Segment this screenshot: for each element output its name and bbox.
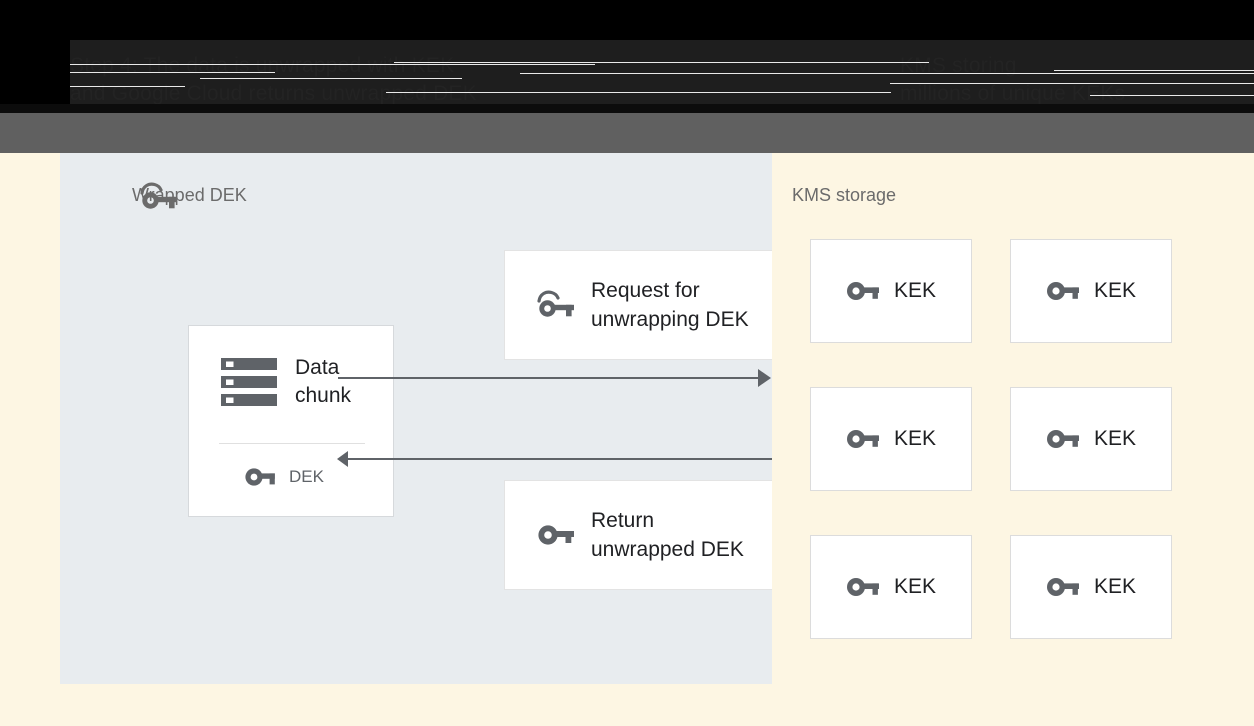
artefact-streak [1054, 70, 1254, 71]
header-inner-band [0, 40, 1254, 113]
artefact-streak [0, 64, 595, 65]
kek-label: KEK [1093, 279, 1137, 302]
kek-card[interactable]: KEK [810, 239, 972, 343]
artefact-streak [0, 86, 185, 87]
dek-row: DEK [245, 466, 324, 488]
key-icon [1046, 282, 1079, 300]
data-chunk-row: Data chunk [221, 354, 351, 410]
kek-grid: KEK KEK [810, 239, 1172, 639]
kek-card[interactable]: KEK [810, 387, 972, 491]
return-unwrapped-label: Return unwrapped DEK [591, 509, 744, 561]
kek-card[interactable]: KEK [1010, 387, 1172, 491]
kek-label: KEK [893, 279, 937, 302]
header-step-text: Step 4: The data is unwrapped with KEK a… [70, 54, 477, 105]
key-icon [245, 468, 275, 486]
key-icon [1046, 430, 1079, 448]
key-icon [846, 282, 879, 300]
key-icon [846, 430, 879, 448]
return-arrow-line [348, 458, 772, 460]
kek-label: KEK [1093, 575, 1137, 598]
request-unwrap-label: Request for unwrapping DEK [591, 279, 749, 331]
kms-storage-panel: KMS storage KEK [772, 153, 1254, 684]
toolbar-gray-bar [0, 113, 1254, 153]
artefact-block [0, 104, 1254, 113]
dek-label: DEK [289, 467, 324, 486]
return-arrow-head [337, 451, 348, 467]
artefact-streak [890, 83, 1254, 84]
diagram-canvas: Wrapped DEK Data chunk [0, 153, 1254, 726]
header-kms-text: KMS storing millions of unique KEKs [900, 54, 1126, 105]
key-icon [1046, 578, 1079, 596]
artefact-streak [394, 62, 929, 63]
wrapped-dek-panel: Wrapped DEK Data chunk [60, 153, 832, 684]
artefact-streak [520, 73, 1254, 74]
request-unwrap-card[interactable]: Request for unwrapping DEK [504, 250, 790, 360]
card-divider [219, 443, 365, 444]
artefact-streak [386, 92, 891, 93]
artefact-streak [0, 72, 275, 73]
kms-storage-title: KMS storage [792, 185, 897, 205]
request-arrow-line [338, 377, 758, 379]
artefact-streak [200, 78, 462, 79]
data-chunk-card[interactable]: Data chunk DEK [188, 325, 394, 517]
header-band: Step 4: The data is unwrapped with KEK a… [0, 0, 1254, 113]
request-arrow-head [758, 369, 771, 387]
kek-label: KEK [1093, 427, 1137, 450]
kek-card[interactable]: KEK [1010, 239, 1172, 343]
wrapped-key-icon [140, 182, 177, 209]
artefact-streak [1090, 95, 1254, 96]
kek-label: KEK [893, 427, 937, 450]
kek-card[interactable]: KEK [810, 535, 972, 639]
kek-label: KEK [893, 575, 937, 598]
artefact-block [0, 40, 70, 113]
wrapped-key-icon [537, 290, 574, 317]
kek-card[interactable]: KEK [1010, 535, 1172, 639]
return-unwrapped-card[interactable]: Return unwrapped DEK [504, 480, 790, 590]
wrapped-dek-title: Wrapped DEK [132, 185, 247, 205]
data-chunk-icon [221, 358, 277, 406]
key-icon [538, 525, 574, 545]
data-chunk-label: Data chunk [295, 356, 352, 407]
key-icon [846, 578, 879, 596]
